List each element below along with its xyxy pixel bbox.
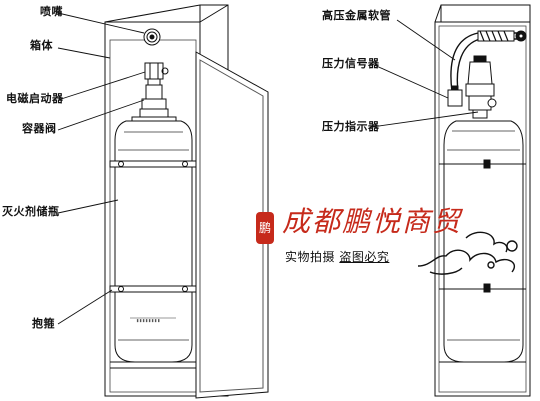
strap-lower bbox=[109, 285, 197, 293]
label-solenoid-actuator: 电磁启动器 bbox=[6, 92, 64, 105]
label-pressure-signal-device: 压力信号器 bbox=[322, 57, 380, 70]
container-valve bbox=[131, 84, 177, 122]
watermark-subtitle: 实物拍摄 盗图必究 bbox=[285, 250, 389, 264]
agent-cylinder: ▮▮▮▮▮▮▮▮ bbox=[114, 120, 193, 363]
strap-upper bbox=[109, 160, 197, 168]
watermark-cloud bbox=[417, 231, 518, 275]
solenoid-actuator bbox=[144, 62, 169, 86]
label-nozzle: 喷嘴 bbox=[40, 5, 63, 18]
label-strap: 抱箍 bbox=[32, 317, 55, 330]
watermark-title: 成都鹏悦商贸 bbox=[282, 205, 463, 238]
right-valve bbox=[465, 55, 497, 119]
watermark-seal: 鹏 bbox=[256, 212, 274, 244]
watermark-sub2: 盗图必究 bbox=[339, 250, 390, 264]
pressure-signal-device bbox=[447, 85, 463, 107]
svg-text:▮▮▮▮▮▮▮▮: ▮▮▮▮▮▮▮▮ bbox=[136, 318, 160, 324]
cabinet-door bbox=[195, 51, 269, 399]
right-agent-cylinder bbox=[439, 120, 526, 363]
label-cabinet: 箱体 bbox=[30, 39, 53, 52]
label-pressure-gauge: 压力指示器 bbox=[322, 120, 380, 133]
label-agent-cylinder: 灭火剂储瓶 bbox=[2, 205, 60, 218]
high-pressure-hose bbox=[450, 30, 527, 93]
leader-lines bbox=[57, 12, 479, 325]
watermark-sub1: 实物拍摄 bbox=[285, 250, 336, 264]
label-container-valve: 容器阀 bbox=[22, 122, 57, 135]
label-high-pressure-hose: 高压金属软管 bbox=[322, 9, 391, 22]
base-shelf bbox=[110, 361, 196, 369]
nozzle bbox=[143, 28, 161, 46]
